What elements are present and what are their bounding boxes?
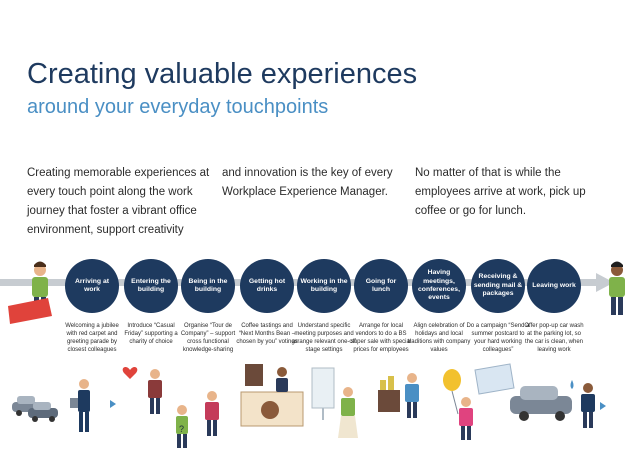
stage-being-in: Being in the building xyxy=(178,257,238,315)
stage-entering: Entering the building xyxy=(121,257,181,315)
stage-label: Getting hot drinks xyxy=(240,259,294,313)
food-stall-icon xyxy=(378,376,400,412)
red-carpet-icon xyxy=(8,298,52,324)
person-figure: ? xyxy=(176,405,188,448)
stage-label: Working in the building xyxy=(297,259,351,313)
stage-label: Having meetings, conferences, events xyxy=(412,259,466,313)
person-figure xyxy=(405,373,419,418)
stage-leaving: Leaving work xyxy=(524,257,584,315)
coffee-counter-icon xyxy=(240,364,304,427)
car-icon xyxy=(28,402,58,422)
svg-text:?: ? xyxy=(179,424,184,434)
stage-description: Align celebration of holidays and local … xyxy=(407,323,471,353)
timeline-figures xyxy=(8,261,625,324)
heart-icon xyxy=(122,366,138,379)
stage-label: Being in the building xyxy=(181,259,235,313)
whiteboard-icon xyxy=(311,367,335,420)
car-icon xyxy=(510,386,572,421)
stage-description: Do a campaign “Send a summer postcard to… xyxy=(466,323,530,353)
stage-mail: Receiving & sending mail & packages xyxy=(468,257,528,315)
postcard-icon xyxy=(474,363,515,395)
stage-label: Leaving work xyxy=(527,259,581,313)
stage-label: Arriving at work xyxy=(65,259,119,313)
stage-description: Organise “Tour de Company” – support cro… xyxy=(180,323,236,353)
stage-label: Receiving & sending mail & packages xyxy=(471,259,525,313)
person-figure xyxy=(338,387,358,438)
intro-paragraph-2: and innovation is the key of every Workp… xyxy=(222,167,393,198)
stage-label: Entering the building xyxy=(124,259,178,313)
person-figure-right xyxy=(609,261,625,315)
stage-arriving: Arriving at work xyxy=(62,257,122,315)
timeline-arrowhead xyxy=(596,273,614,292)
stage-hot-drinks: Getting hot drinks xyxy=(237,257,297,315)
bottom-illustrations: ? xyxy=(12,363,606,448)
intro-paragraph-3: No matter of that is while the employees… xyxy=(415,167,586,217)
stage-label: Going for lunch xyxy=(354,259,408,313)
stage-description: Welcoming a jubilee with red carpet and … xyxy=(65,323,119,353)
stage-description: Introduce “Casual Friday” supporting a c… xyxy=(124,323,178,345)
page-title: Creating valuable experiences xyxy=(27,58,418,90)
stage-description: Understand specific meeting purposes and… xyxy=(292,323,356,353)
person-figure xyxy=(148,369,162,414)
intro-paragraph-1: Creating memorable experiences at every … xyxy=(27,167,210,236)
stage-description: Coffee tastings and “Next Months Bean – … xyxy=(236,323,298,345)
person-figure xyxy=(581,383,595,428)
stage-description: Arrange for local vendors to do a BS sup… xyxy=(350,323,412,353)
stage-description: Offer pop-up car wash at the parking lot… xyxy=(524,323,584,353)
person-figure xyxy=(205,391,219,436)
stage-working: Working in the building xyxy=(294,257,354,315)
person-figure xyxy=(70,379,90,432)
person-figure-left xyxy=(8,261,52,324)
person-figure xyxy=(459,397,473,440)
stage-lunch: Going for lunch xyxy=(351,257,411,315)
stage-meetings: Having meetings, conferences, events xyxy=(409,257,469,315)
balloon-icon xyxy=(443,369,461,415)
water-drop-icon xyxy=(570,380,574,389)
page-subtitle: around your everyday touchpoints xyxy=(27,96,329,118)
